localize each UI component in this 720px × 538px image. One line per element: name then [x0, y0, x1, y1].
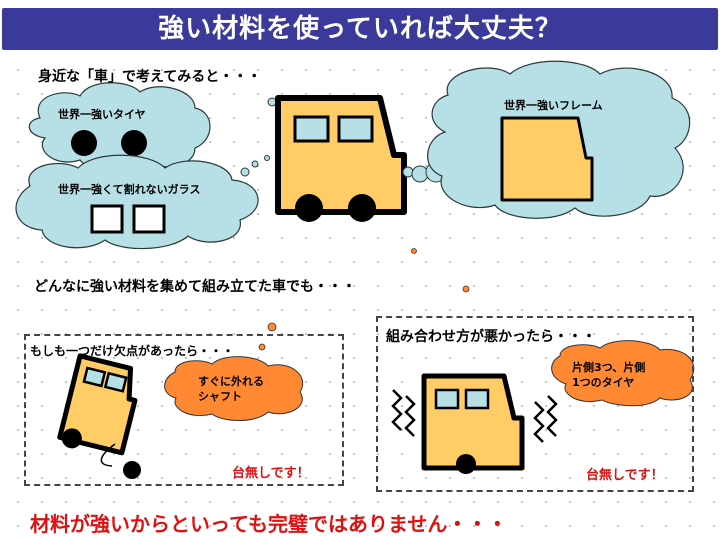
case-right-box [376, 316, 694, 492]
cloud-glass [15, 154, 259, 250]
wheel-icon [456, 454, 476, 474]
window-icon [464, 388, 490, 410]
detached-wheel-icon [123, 461, 141, 479]
shaft-line [100, 443, 116, 467]
case-left-result: 台無しです！ [232, 466, 310, 481]
case-right-result: 台無しです！ [586, 468, 664, 483]
frame-label: 世界一強いフレーム [504, 99, 603, 112]
bubble-left [164, 356, 304, 421]
page-title: 強い材料を使っていれば大丈夫？ [158, 14, 562, 44]
cloud-tire [28, 82, 211, 172]
window-icon [103, 371, 128, 393]
wheel-icon [348, 194, 376, 222]
intro-text: 身近な「車」で考えてみると・・・ [38, 69, 262, 85]
wheel-icon [295, 194, 323, 222]
tire-label: 世界一強いタイヤ [58, 108, 146, 121]
window-icon [434, 388, 460, 410]
main-car [275, 95, 407, 222]
case-right-bubble-text: 片側3つ、片側 1つのタイヤ [572, 361, 646, 389]
tire-icon [71, 130, 97, 156]
case-right-heading: 組み合わせ方が悪かったら・・・ [386, 329, 596, 345]
broken-car [57, 353, 138, 456]
bubble-right [551, 340, 695, 407]
window-icon [293, 115, 330, 143]
thought-dots [240, 97, 277, 177]
frame-icon [500, 116, 594, 202]
middle-text: どんなに強い材料を集めて組み立てた車でも・・・ [34, 279, 356, 295]
wheel-icon [61, 428, 82, 449]
glass-label: 世界一強くて割れないガラス [58, 183, 201, 196]
window-icon [337, 115, 374, 143]
cloud-frame [427, 60, 691, 219]
case-left-bubble-text: すぐに外れる シャフト [198, 375, 264, 403]
title-bar: 強い材料を使っていれば大丈夫？ [2, 8, 718, 50]
case-left-box [24, 334, 344, 486]
conclusion-text: 材料が強いからといっても完璧ではありません・・・ [30, 512, 508, 536]
window-icon [82, 366, 107, 388]
case-left-heading: もしも一つだけ欠点があったら・・・ [30, 344, 235, 358]
window-icon [90, 204, 124, 234]
tire-icon [121, 130, 147, 156]
window-icon [132, 204, 166, 234]
unbalanced-car [421, 373, 525, 474]
orange-dots [258, 248, 470, 351]
shake-icon [391, 389, 558, 443]
